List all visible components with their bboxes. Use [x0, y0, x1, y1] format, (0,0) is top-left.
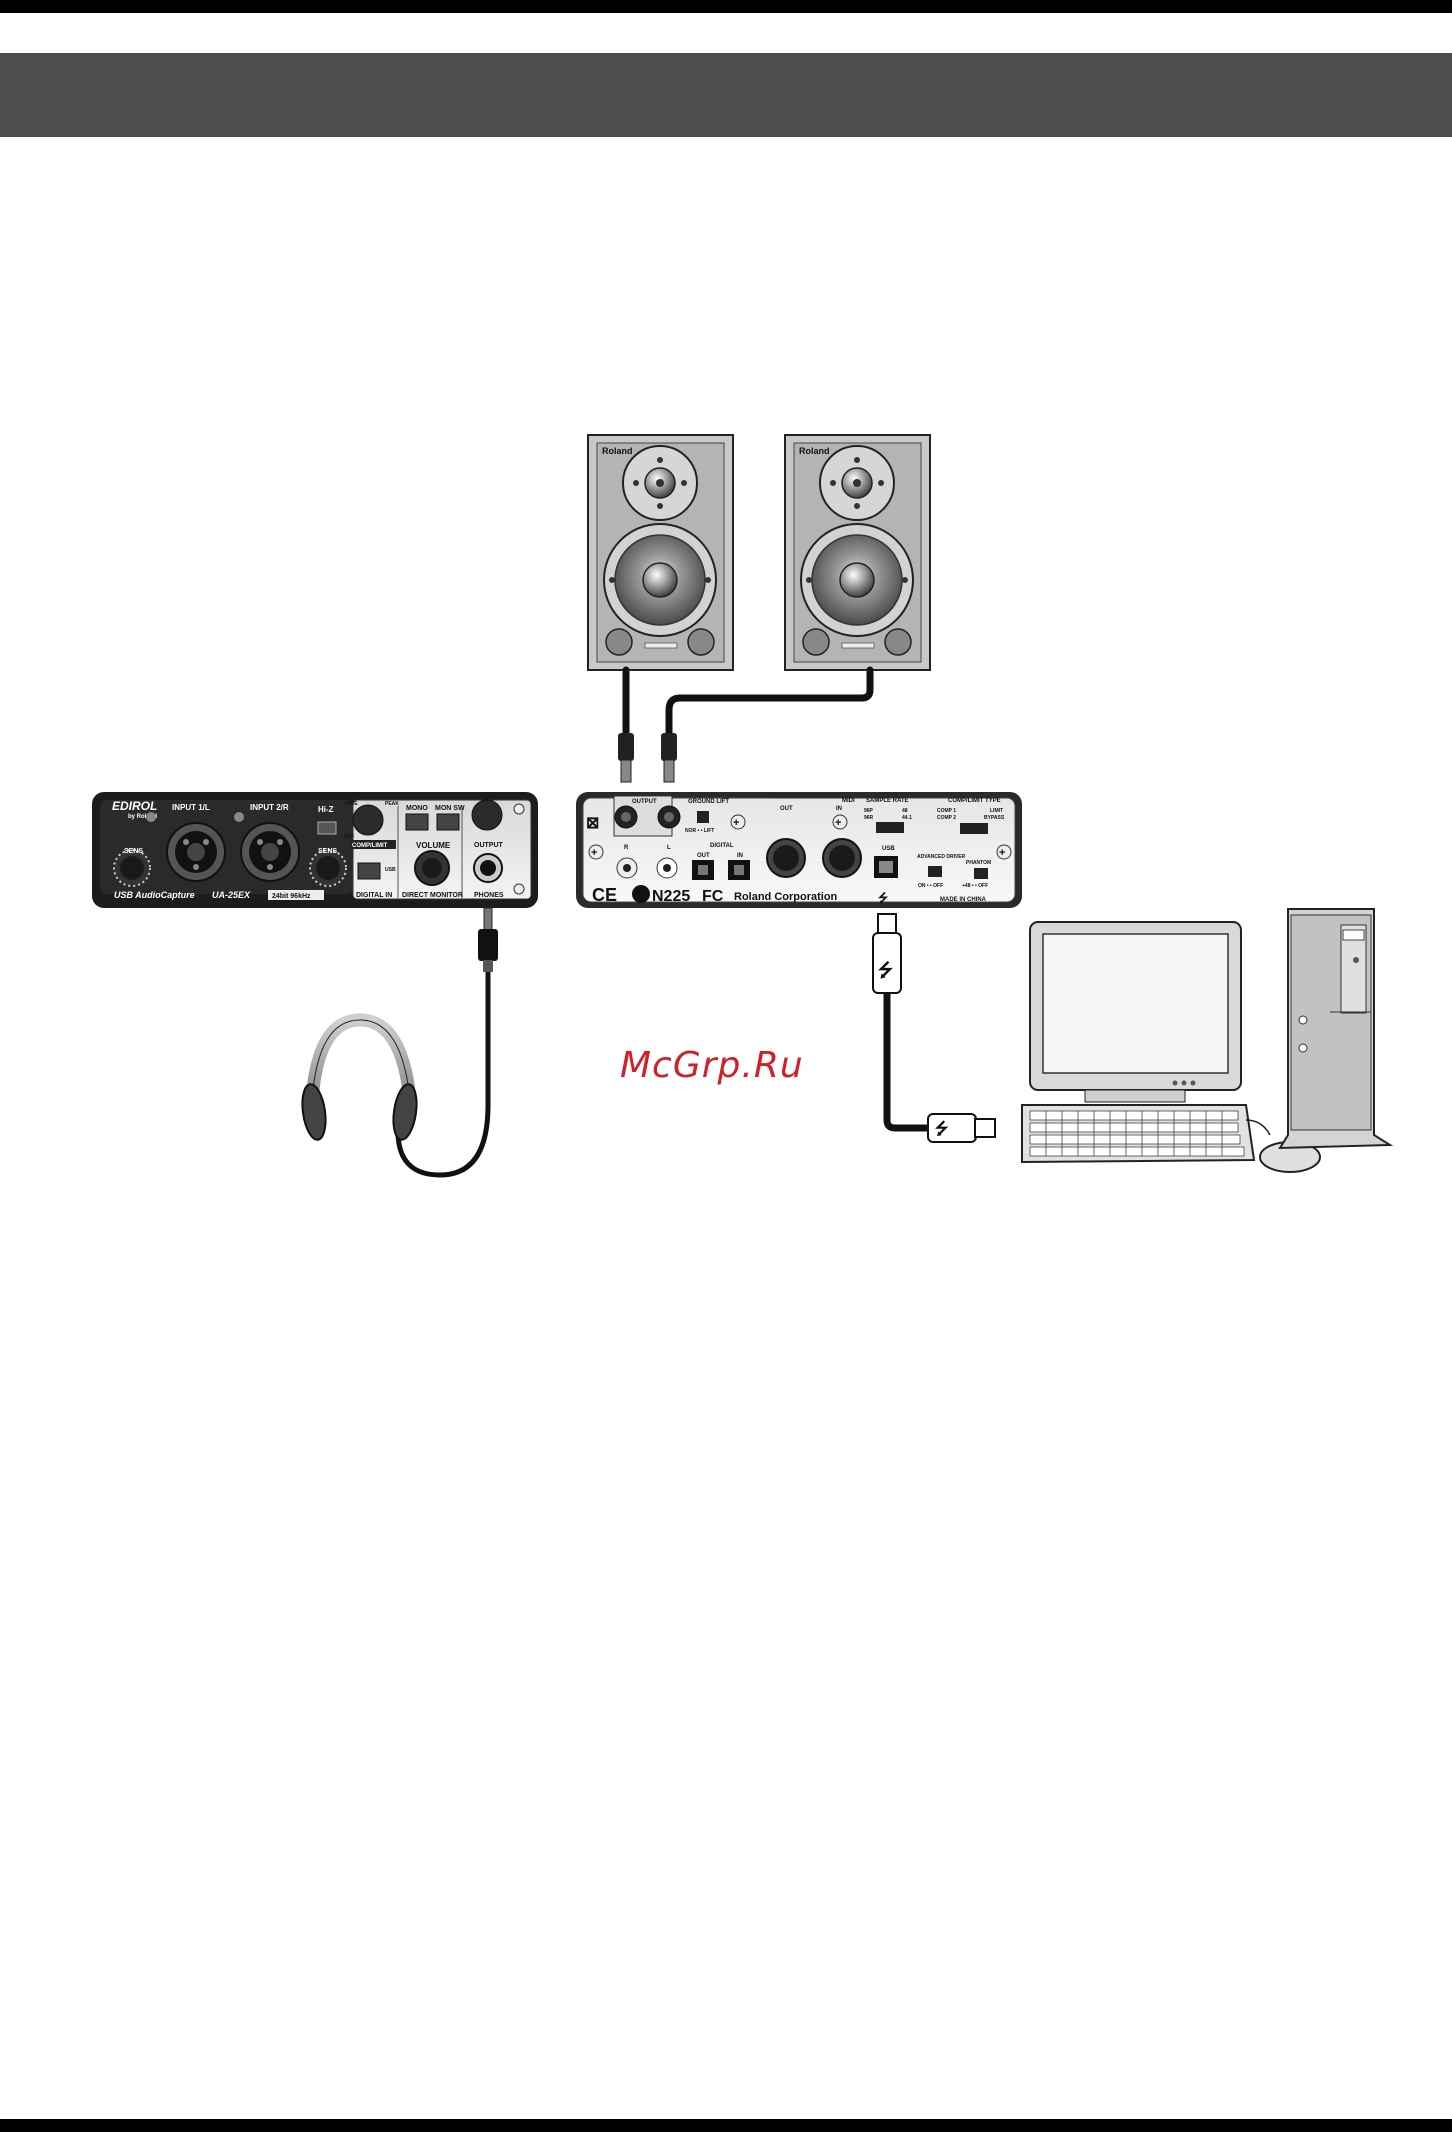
sens-knob-left — [113, 849, 151, 887]
product-name: USB AudioCapture — [114, 890, 195, 900]
comp1-label: COMP 1 — [937, 808, 956, 814]
comp2-label: COMP 2 — [937, 815, 956, 821]
sample-rate-switch — [876, 822, 904, 833]
bypass-label: BYPASS — [984, 815, 1005, 821]
corp-text: Roland Corporation — [734, 891, 838, 903]
ground-lift-switch — [697, 811, 709, 823]
off-label: OFF — [344, 834, 354, 840]
monitor-screen — [1042, 933, 1229, 1074]
header-band — [0, 53, 1452, 137]
usb-label: USB — [385, 867, 396, 873]
speaker-brand: Roland — [799, 446, 830, 456]
mon-sw-label: MON SW — [435, 805, 465, 812]
output-label: OUTPUT — [474, 842, 504, 849]
ground-lift-label: GROUND LIFT — [688, 799, 729, 805]
fc-mark: FC — [702, 888, 724, 905]
advanced-driver-label: ADVANCED DRIVER — [917, 854, 966, 860]
digital-in-label: DIGITAL IN — [356, 892, 392, 899]
mono-label: MONO — [406, 805, 428, 812]
front-panel: EDIROL by Roland INPUT 1/L INPUT 2/R Hi-… — [92, 792, 538, 908]
rear-r-label: R — [624, 845, 629, 851]
digital-out-label: OUT — [697, 853, 710, 859]
model-name: UA-25EX — [212, 890, 251, 900]
top-rule — [0, 0, 1452, 13]
svg-text:⭍: ⭍ — [935, 1119, 949, 1138]
sens-knob-right — [309, 849, 347, 887]
sr-48: 48 — [902, 808, 908, 814]
headphones — [301, 1013, 418, 1141]
direct-monitor-label: DIRECT MONITOR — [402, 892, 463, 899]
digital-label: DIGITAL — [710, 843, 734, 849]
ce-mark: CE — [592, 885, 617, 905]
usb-rear-label: USB — [882, 846, 895, 852]
brand-sub: by Roland — [128, 814, 157, 820]
port-right — [884, 628, 912, 656]
digital-in-button — [357, 862, 381, 880]
rear-l-label: L — [667, 845, 671, 851]
digital-in-rear-label: IN — [737, 853, 743, 859]
sens-label-right: SENS — [318, 848, 337, 855]
xlr-input-1 — [166, 822, 226, 882]
spec-text: 24bit 96kHz — [272, 893, 311, 900]
comp-limit-type-label: COMP/LIMIT TYPE — [948, 798, 1001, 804]
xlr-input-2 — [240, 822, 300, 882]
usb-symbol-icon: ⭍ — [878, 891, 888, 905]
mono-button — [405, 813, 429, 831]
input1-label: INPUT 1/L — [172, 803, 210, 812]
sr-441: 44.1 — [902, 815, 912, 821]
c-tick-icon — [632, 885, 650, 903]
port-right — [687, 628, 715, 656]
limit-label: LIMIT — [990, 808, 1003, 814]
computer — [1021, 908, 1394, 1173]
phones-label: PHONES — [474, 892, 504, 899]
svg-text:+: + — [591, 847, 597, 859]
nor-lift-label: NOR • • LIFT — [685, 828, 714, 834]
speaker-right: Roland — [784, 434, 931, 671]
sr-96p: 96P — [864, 808, 874, 814]
volume-label: VOLUME — [416, 841, 451, 850]
rear-output-label: OUTPUT — [632, 799, 657, 805]
comp-limit-label: COMP/LIMIT — [352, 843, 388, 849]
thre-label: THRE — [344, 801, 358, 807]
hiz-label: Hi-Z — [318, 805, 334, 814]
svg-text:⭍: ⭍ — [878, 960, 893, 980]
svg-text:+: + — [999, 847, 1005, 859]
speaker-plugs — [618, 733, 677, 783]
output-knob — [471, 799, 503, 831]
midi-in-label: IN — [836, 806, 842, 812]
phantom-onoff-label: +48 • • OFF — [962, 883, 988, 889]
port-left — [605, 628, 633, 656]
midi-out-label: OUT — [780, 806, 793, 812]
speaker-brand: Roland — [602, 446, 633, 456]
svg-text:+: + — [733, 817, 739, 829]
svg-text:+: + — [835, 817, 841, 829]
comp-limit-knob — [352, 804, 384, 836]
input2-label: INPUT 2/R — [250, 803, 289, 812]
sens-label-left: SENS — [124, 848, 143, 855]
usb-cable: ⭍ ⭍ — [872, 913, 996, 1143]
sr-96r: 96R — [864, 815, 874, 821]
made-in-label: MADE IN CHINA — [940, 897, 987, 903]
advanced-driver-switch — [928, 866, 942, 877]
comp-type-switch — [960, 823, 988, 834]
watermark: McGrp.Ru — [620, 1045, 804, 1086]
phantom-label: PHANTOM — [966, 860, 991, 866]
rear-panel: ⊠ + OUTPUT R L GROUND LIFT NOR • • LIFT … — [576, 792, 1022, 908]
headphone-cable — [395, 972, 491, 1178]
n225-mark: N225 — [652, 888, 690, 905]
hiz-button — [317, 821, 337, 835]
mon-sw-button — [436, 813, 460, 831]
ad-onoff-label: ON • • OFF — [918, 883, 943, 889]
sample-rate-label: SAMPLE RATE — [866, 798, 909, 804]
headphone-plug — [478, 907, 498, 972]
port-left — [802, 628, 830, 656]
peak-label: PEAK — [385, 801, 399, 807]
midi-label: MIDI — [842, 798, 855, 804]
phantom-switch — [974, 868, 988, 879]
weee-icon: ⊠ — [586, 815, 599, 832]
brand-logo: EDIROL — [112, 799, 157, 813]
bottom-rule — [0, 2119, 1452, 2132]
speaker-left: Roland — [587, 434, 734, 671]
